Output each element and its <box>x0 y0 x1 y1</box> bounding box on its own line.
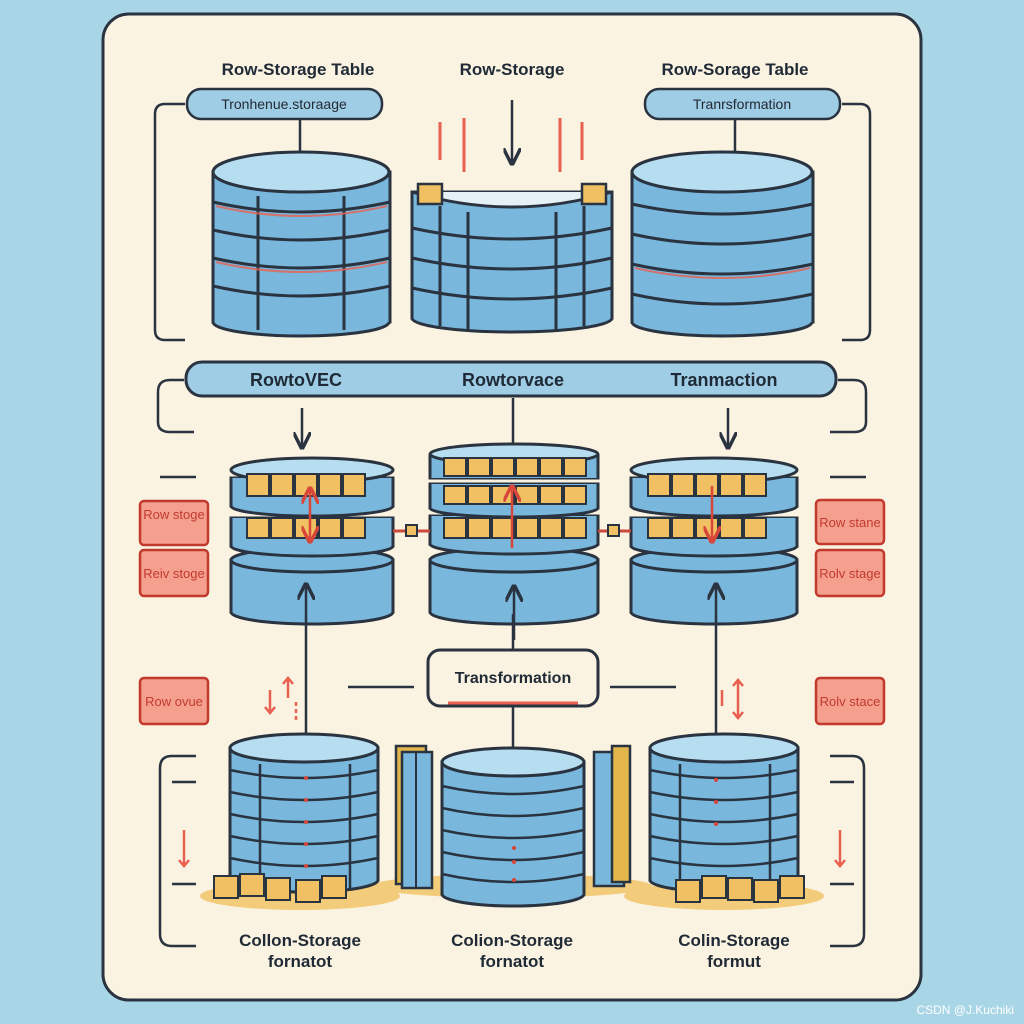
bottom-cylinder-left <box>213 732 380 903</box>
side-dashes <box>160 475 866 886</box>
bottom-cylinder-center <box>440 746 586 908</box>
svg-text:Row ovue: Row ovue <box>145 694 203 709</box>
top-pill-left: Tronhenue.storaage <box>185 87 384 121</box>
side-tag-left-3: Row ovue <box>138 676 210 726</box>
top-title-2: Row-Storage <box>460 60 565 79</box>
side-tag-right-1: Row stane <box>814 498 886 546</box>
top-red-marks <box>438 118 584 172</box>
watermark: CSDN @J.Kuchiki <box>916 1003 1014 1017</box>
bottom-pillar-left <box>394 744 434 890</box>
top-cylinder-left <box>211 150 392 338</box>
top-cylinder-right <box>630 150 815 338</box>
svg-text:Rolv stage: Rolv stage <box>819 566 880 581</box>
svg-text:Colin-Storage: Colin-Storage <box>678 931 789 950</box>
red-small-arrows <box>178 676 846 868</box>
top-cylinder-center <box>410 182 614 334</box>
middle-left-bracket <box>156 378 194 434</box>
svg-text:Transformation: Transformation <box>455 670 571 687</box>
side-tag-right-2: Rolv stage <box>814 548 886 598</box>
top-title-3: Row-Sorage Table <box>661 60 808 79</box>
middle-connectors <box>393 524 631 537</box>
bottom-label-left: Collon-Storage fornatot <box>239 931 361 971</box>
svg-text:Reiv stoge: Reiv stoge <box>143 566 204 581</box>
tag-l1-line: Row stoge <box>143 507 204 522</box>
bottom-label-right: Colin-Storage formut <box>678 931 789 971</box>
top-title-1: Row-Storage Table <box>222 60 375 79</box>
center-transformation-box: Transformation <box>426 648 600 708</box>
middle-cylinder-left <box>229 456 395 626</box>
svg-text:Row stoge: Row stoge <box>143 507 204 522</box>
side-tag-left-1: Row stoge <box>138 499 210 547</box>
bottom-left-bracket <box>158 754 196 948</box>
bottom-pillar-right <box>592 744 632 888</box>
top-left-bracket <box>153 102 185 342</box>
middle-right-bracket <box>830 378 868 434</box>
svg-text:Tronhenue.storaage: Tronhenue.storaage <box>221 96 347 112</box>
svg-text:fornatot: fornatot <box>268 952 333 971</box>
bottom-label-center: Colion-Storage fornatot <box>451 931 573 971</box>
svg-text:formut: formut <box>707 952 761 971</box>
svg-text:Collon-Storage: Collon-Storage <box>239 931 361 950</box>
svg-text:Colion-Storage: Colion-Storage <box>451 931 573 950</box>
top-right-bracket <box>842 102 872 342</box>
svg-text:Row stane: Row stane <box>819 515 880 530</box>
middle-label-1: RowtoVEC <box>250 370 342 390</box>
middle-label-3: Tranmaction <box>670 370 777 390</box>
middle-bar: RowtoVEC Rowtorvace Tranmaction <box>184 360 838 398</box>
middle-cylinder-right <box>629 456 799 626</box>
side-tag-left-2: Reiv stoge <box>138 548 210 598</box>
bottom-cylinder-right <box>648 732 805 903</box>
top-pill-right: Tranrsformation <box>643 87 842 121</box>
middle-label-2: Rowtorvace <box>462 370 564 390</box>
side-tag-right-3: Rolv stace <box>814 676 886 726</box>
middle-cylinder-center <box>428 442 600 626</box>
svg-text:Tranrsformation: Tranrsformation <box>693 96 791 112</box>
bottom-right-bracket <box>830 754 866 948</box>
svg-text:Rolv stace: Rolv stace <box>820 694 881 709</box>
svg-text:fornatot: fornatot <box>480 952 545 971</box>
